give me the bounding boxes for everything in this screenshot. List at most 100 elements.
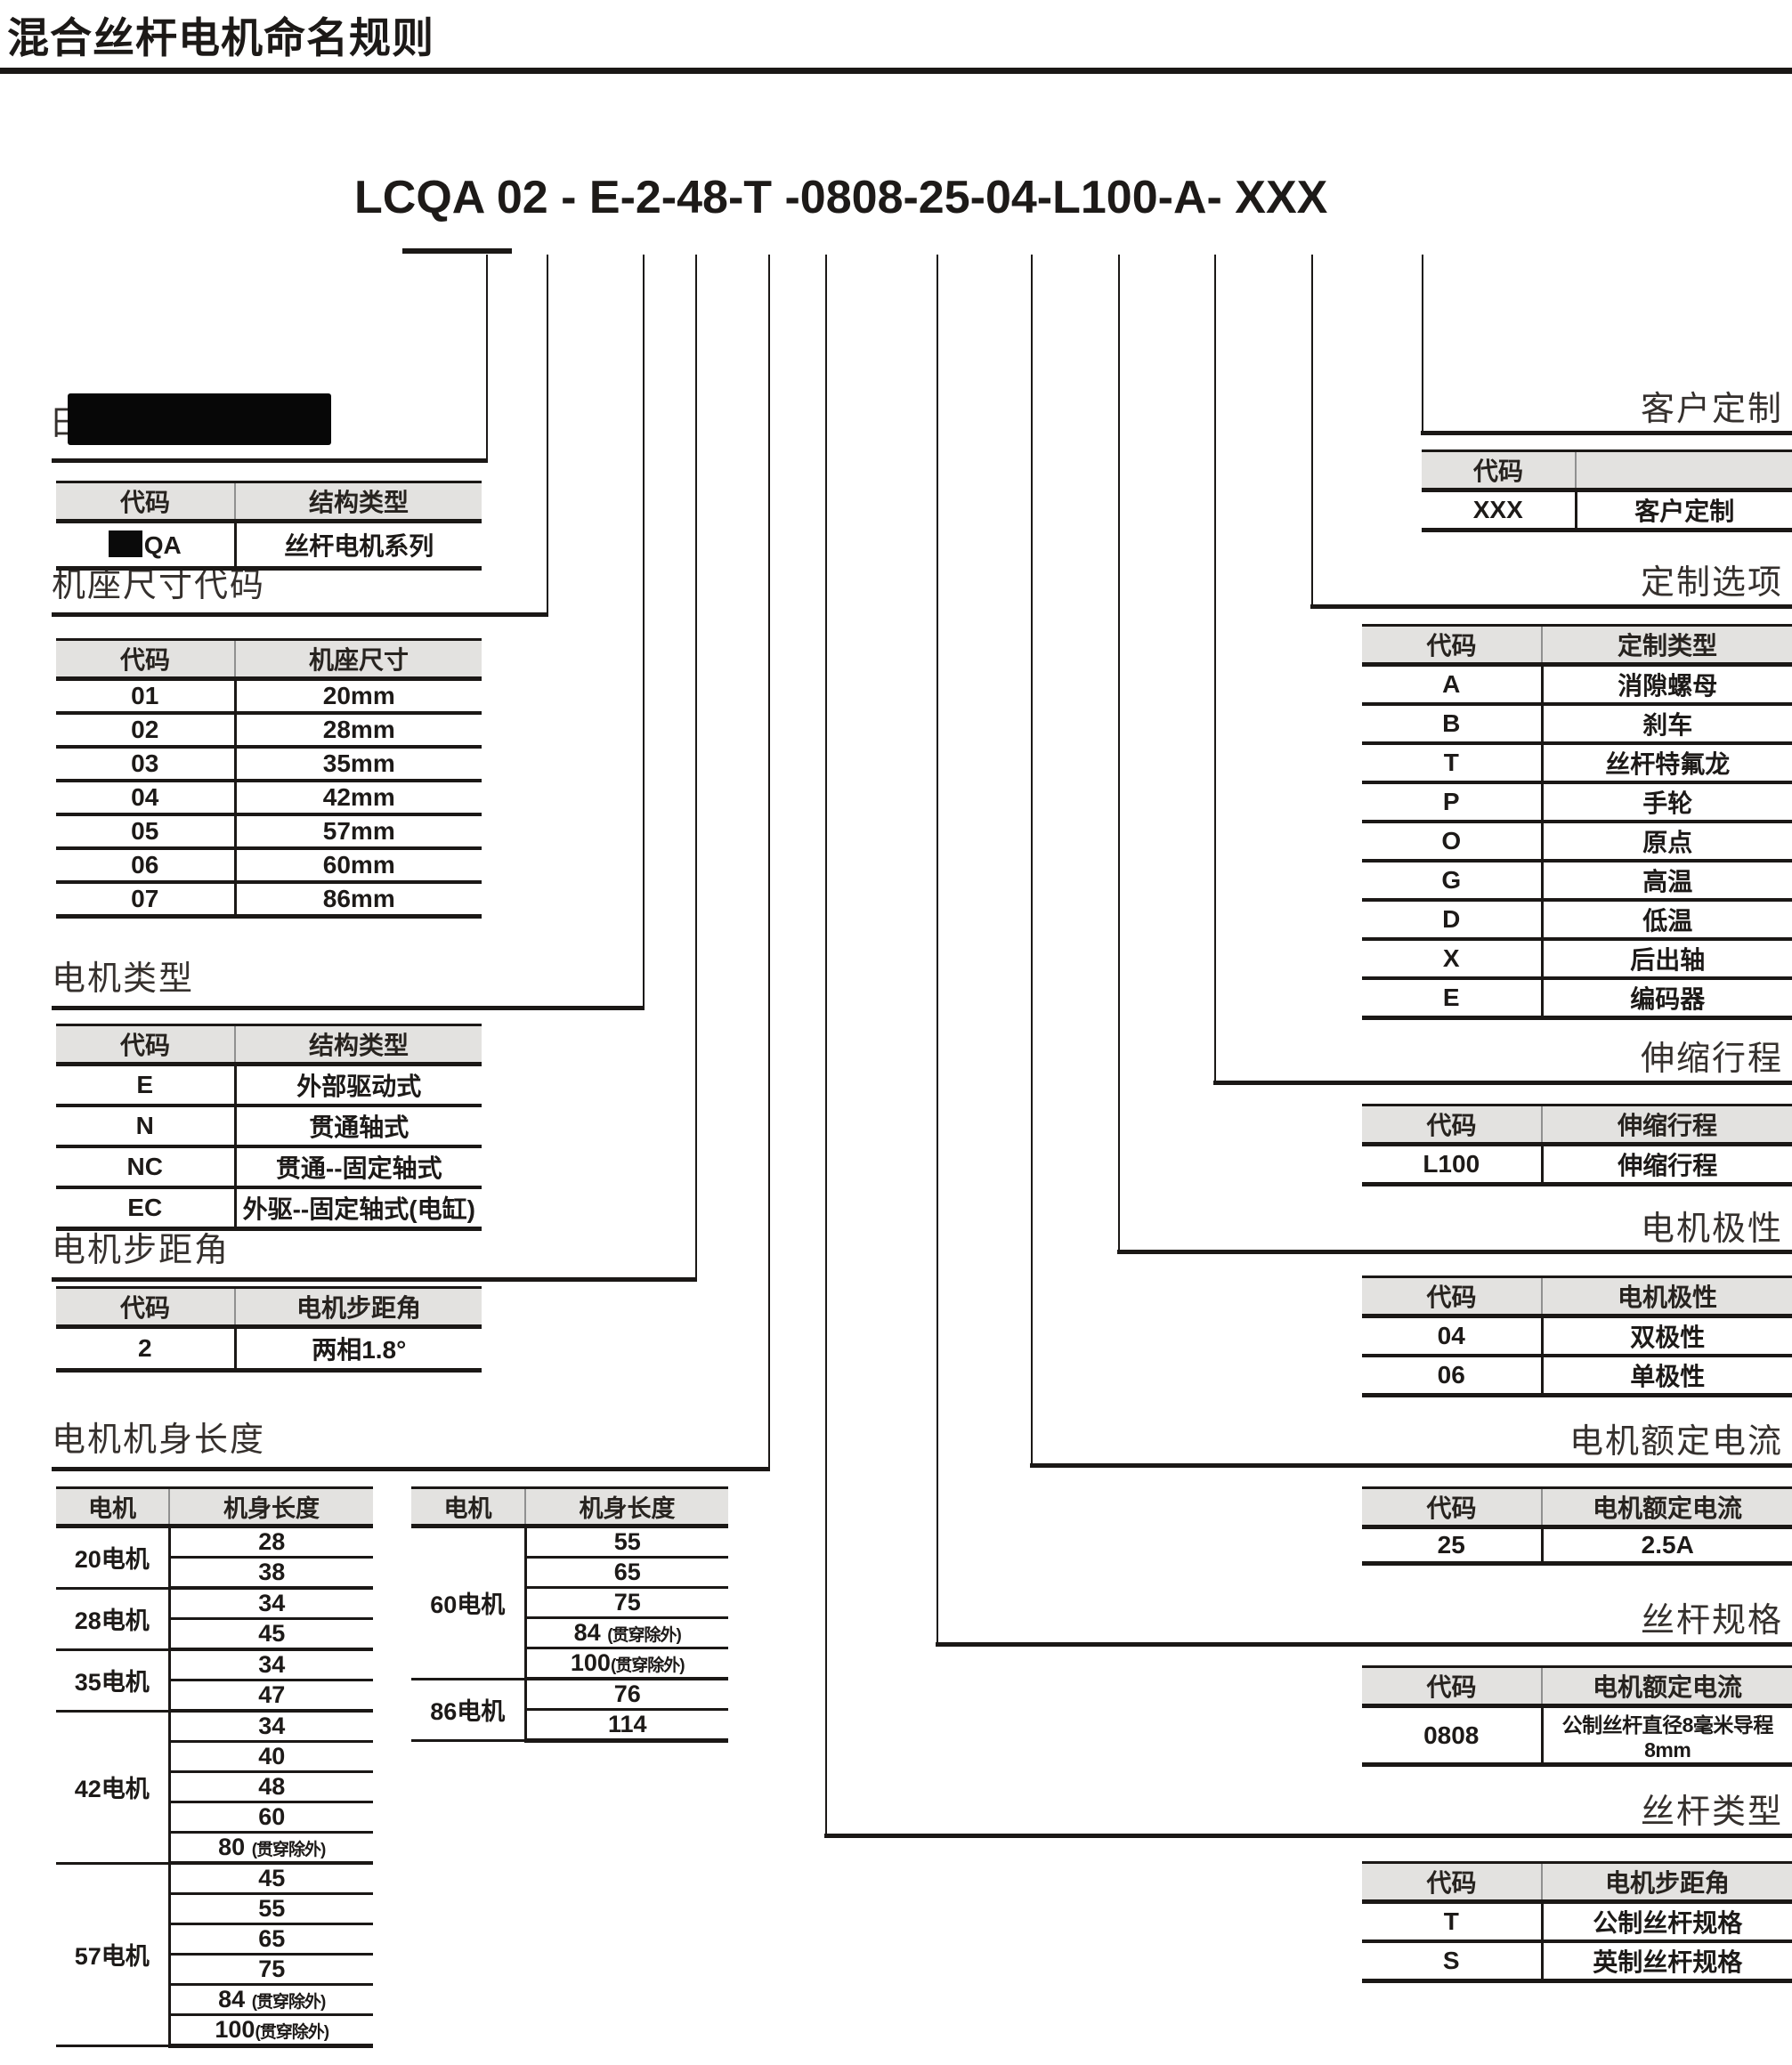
cell: XXX — [1422, 490, 1577, 532]
cell: 两相1.8° — [235, 1326, 482, 1373]
section-label-custom-options: 定制选项 — [1640, 564, 1783, 602]
table-row: 38 — [56, 1557, 373, 1590]
cell: 06 — [1362, 1356, 1544, 1397]
length-cell: 48 — [169, 1771, 373, 1803]
length-cell: 34 — [169, 1588, 373, 1620]
length-cell: 34 — [169, 1649, 373, 1681]
connector-line — [1031, 255, 1033, 1467]
length-cell: 84 (贯穿除外) — [525, 1617, 728, 1649]
cell: 02 — [56, 713, 237, 749]
column-header: 电机额定电流 — [1542, 1486, 1792, 1529]
column-header: 电机 — [411, 1486, 526, 1528]
cell: 刹车 — [1542, 704, 1792, 745]
cell: 公制丝杆直径8毫米导程8mm — [1542, 1705, 1792, 1767]
column-header: 代码 — [1362, 1861, 1543, 1904]
cell: 28mm — [235, 713, 482, 749]
motor-group-cell: 42电机 — [56, 1711, 171, 1865]
cell: 外部驱动式 — [235, 1064, 482, 1107]
cell: 20mm — [235, 678, 482, 715]
length-cell: 55 — [525, 1526, 728, 1559]
column-header — [1576, 449, 1792, 492]
column-header: 代码 — [1362, 1104, 1543, 1146]
table-row: 65 — [411, 1557, 728, 1589]
section-divider — [52, 1006, 645, 1010]
table-row: 80 (贯穿除外) — [56, 1832, 373, 1865]
cell: L100 — [1362, 1144, 1544, 1186]
column-header: 代码 — [1362, 1275, 1543, 1318]
section-divider — [936, 1642, 1792, 1647]
section-label-screw-spec: 丝杆规格 — [1640, 1602, 1783, 1640]
cell: T — [1362, 743, 1544, 784]
connector-line — [937, 255, 938, 1646]
connector-line — [1311, 255, 1313, 608]
connector-line — [695, 255, 697, 1280]
motor-group-cell: 28电机 — [56, 1588, 171, 1651]
cell: 原点 — [1542, 822, 1792, 862]
length-cell: 28 — [169, 1526, 373, 1559]
table-row: 55 — [56, 1893, 373, 1925]
table-row: 40 — [56, 1741, 373, 1773]
series-code-underline — [402, 248, 512, 254]
section-divider — [52, 1277, 697, 1282]
section-label-stroke: 伸缩行程 — [1640, 1041, 1783, 1078]
cell: D — [1362, 900, 1544, 941]
cell: 06 — [56, 848, 237, 884]
column-header: 电机步距角 — [235, 1286, 482, 1329]
table-row: 65 — [56, 1923, 373, 1956]
section-divider — [52, 612, 548, 617]
column-header: 电机极性 — [1542, 1275, 1792, 1318]
connector-line — [825, 255, 827, 1837]
section-label-motor-type: 电机类型 — [52, 960, 195, 998]
cell: 消隙螺母 — [1542, 664, 1792, 706]
section-label-step-angle: 电机步距角 — [52, 1232, 231, 1269]
section-divider — [52, 1467, 770, 1471]
column-header: 代码 — [1362, 1665, 1543, 1708]
cell: NC — [56, 1146, 237, 1189]
cell: P — [1362, 782, 1544, 823]
section-divider — [1030, 1463, 1792, 1468]
table-row: 75 — [411, 1587, 728, 1619]
cell: 编码器 — [1542, 978, 1792, 1020]
length-cell: 75 — [525, 1587, 728, 1619]
column-header: 机身长度 — [169, 1486, 373, 1528]
table-row: 48 — [56, 1771, 373, 1803]
motor-group-cell: 35电机 — [56, 1649, 171, 1713]
title-divider — [0, 68, 1792, 74]
cell: 手轮 — [1542, 782, 1792, 823]
cell: 伸缩行程 — [1542, 1144, 1792, 1186]
length-cell: 65 — [525, 1557, 728, 1589]
column-header: 定制类型 — [1542, 624, 1792, 667]
section-label-rated-current: 电机额定电流 — [1569, 1423, 1783, 1461]
column-header: 结构类型 — [235, 481, 482, 523]
cell: 2 — [56, 1326, 237, 1373]
cell: 57mm — [235, 814, 482, 850]
cell: B — [1362, 704, 1544, 745]
section-label-screw-type: 丝杆类型 — [1640, 1794, 1783, 1831]
table-row: 47 — [56, 1680, 373, 1713]
length-cell: 38 — [169, 1557, 373, 1590]
column-header: 结构类型 — [235, 1024, 482, 1066]
section-label-customer-custom: 客户定制 — [1640, 391, 1783, 428]
section-divider — [1117, 1250, 1792, 1254]
column-header: 代码 — [56, 638, 236, 681]
column-header: 电机步距角 — [1542, 1861, 1792, 1904]
cell: X — [1362, 939, 1544, 980]
